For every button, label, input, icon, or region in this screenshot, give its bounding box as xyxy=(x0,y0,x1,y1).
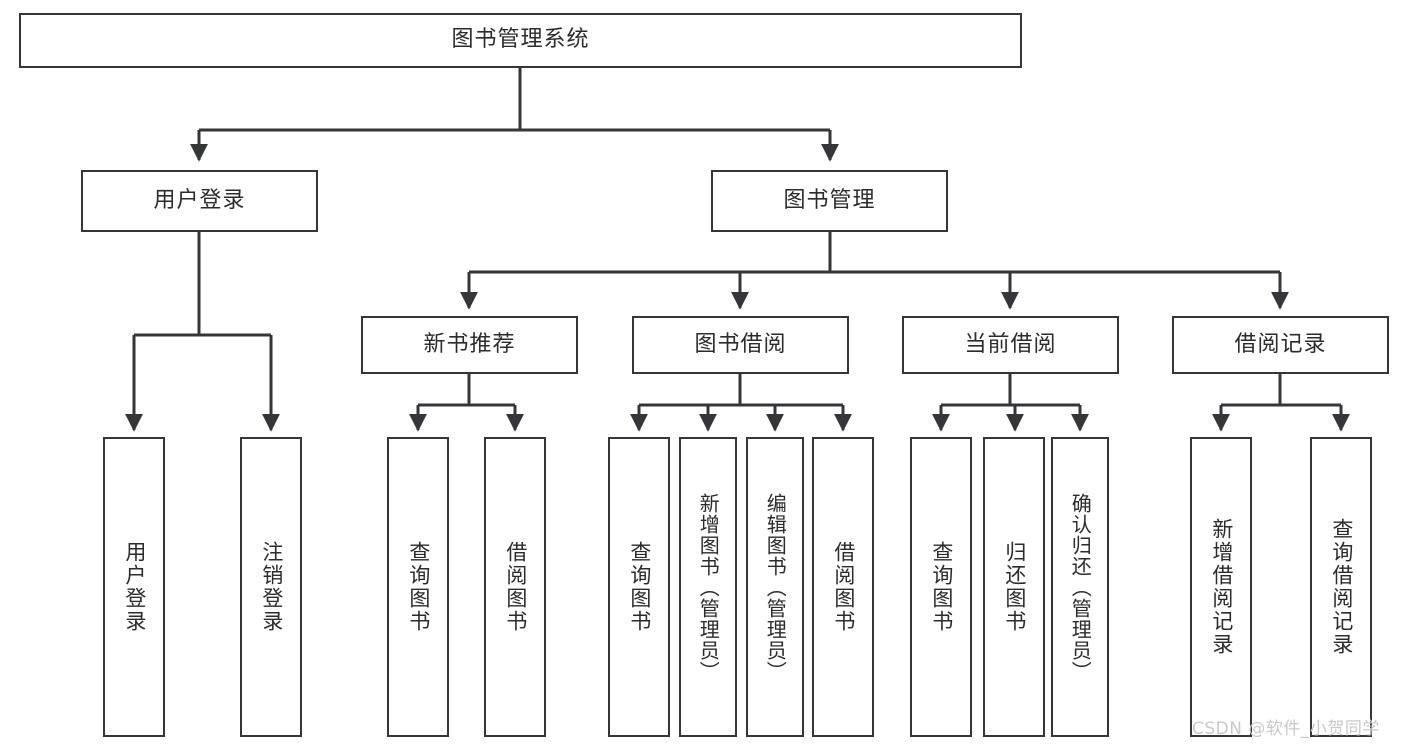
node-leaf-borrow-book-1[interactable]: 借阅图书 xyxy=(484,437,546,737)
node-current-borrow-label: 当前借阅 xyxy=(964,331,1057,357)
node-leaf-add-record[interactable]: 新增借阅记录 xyxy=(1190,437,1252,737)
node-book-borrow-label: 图书借阅 xyxy=(694,331,787,357)
node-new-book-rec[interactable]: 新书推荐 xyxy=(361,316,578,374)
node-leaf-query-book-3-label: 查询图书 xyxy=(929,541,954,633)
node-leaf-borrow-book-2-label: 借阅图书 xyxy=(831,541,856,633)
node-leaf-query-book-3[interactable]: 查询图书 xyxy=(910,437,972,737)
node-leaf-return-book-label: 归还图书 xyxy=(1002,541,1027,633)
node-leaf-confirm-return-label: 确认归还（管理员） xyxy=(1068,492,1093,682)
node-leaf-add-record-label: 新增借阅记录 xyxy=(1209,518,1234,656)
watermark: CSDN @软件_小贺同学 xyxy=(1192,719,1380,739)
node-leaf-query-book-1[interactable]: 查询图书 xyxy=(387,437,449,737)
node-user-login[interactable]: 用户登录 xyxy=(81,170,318,232)
node-leaf-logout[interactable]: 注销登录 xyxy=(240,437,302,737)
node-leaf-user-login-label: 用户登录 xyxy=(122,541,147,633)
node-leaf-logout-label: 注销登录 xyxy=(259,541,284,633)
node-leaf-query-record[interactable]: 查询借阅记录 xyxy=(1310,437,1372,737)
node-new-book-rec-label: 新书推荐 xyxy=(423,331,516,357)
node-leaf-add-book[interactable]: 新增图书（管理员） xyxy=(679,437,737,737)
node-book-manage[interactable]: 图书管理 xyxy=(711,170,948,232)
node-leaf-return-book[interactable]: 归还图书 xyxy=(983,437,1045,737)
node-leaf-query-book-1-label: 查询图书 xyxy=(406,541,431,633)
node-borrow-record-label: 借阅记录 xyxy=(1234,331,1327,357)
node-root-label: 图书管理系统 xyxy=(451,27,590,53)
node-leaf-borrow-book-1-label: 借阅图书 xyxy=(503,541,528,633)
node-leaf-confirm-return[interactable]: 确认归还（管理员） xyxy=(1051,437,1109,737)
node-root[interactable]: 图书管理系统 xyxy=(19,13,1022,68)
node-leaf-query-book-2-label: 查询图书 xyxy=(627,541,652,633)
node-leaf-edit-book[interactable]: 编辑图书（管理员） xyxy=(746,437,804,737)
node-leaf-query-record-label: 查询借阅记录 xyxy=(1329,518,1354,656)
node-leaf-query-book-2[interactable]: 查询图书 xyxy=(608,437,670,737)
node-current-borrow[interactable]: 当前借阅 xyxy=(902,316,1119,374)
node-leaf-edit-book-label: 编辑图书（管理员） xyxy=(763,492,788,682)
node-book-borrow[interactable]: 图书借阅 xyxy=(632,316,849,374)
node-leaf-add-book-label: 新增图书（管理员） xyxy=(696,492,721,682)
node-leaf-borrow-book-2[interactable]: 借阅图书 xyxy=(812,437,874,737)
node-leaf-user-login[interactable]: 用户登录 xyxy=(103,437,165,737)
node-book-manage-label: 图书管理 xyxy=(783,187,876,213)
node-user-login-label: 用户登录 xyxy=(153,187,246,213)
node-borrow-record[interactable]: 借阅记录 xyxy=(1172,316,1389,374)
